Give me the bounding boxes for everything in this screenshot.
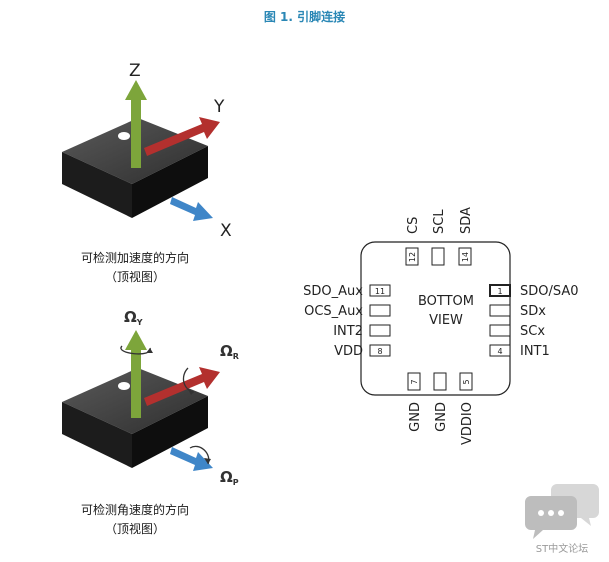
- bottom-view-label-line1: BOTTOM: [418, 294, 474, 309]
- chip-left-face: [62, 152, 132, 218]
- forum-watermark: ST中文论坛: [525, 484, 599, 555]
- pin-number-8: 8: [377, 347, 382, 356]
- pin1-marker: [118, 132, 130, 140]
- pin-number-12: 12: [408, 252, 417, 262]
- pin-number-4: 4: [497, 347, 502, 356]
- pin-number-1: 1: [497, 287, 502, 296]
- pin-label-scl: SCL: [432, 209, 447, 234]
- pin-pad-scl: [431, 247, 445, 266]
- pin-pad-vdd: [369, 344, 391, 357]
- gyro-direction-illustration: ΩY ΩR ΩP: [62, 308, 239, 487]
- pin-pad-cs: [405, 247, 419, 266]
- pin-pad-gnd: [433, 372, 447, 391]
- pin1-marker: [118, 382, 130, 390]
- figure-title: 图 1. 引脚连接: [263, 10, 346, 24]
- package-outline: [360, 241, 511, 396]
- pin-pad-sdo-sa0: [489, 284, 511, 297]
- pin-label-vdd: VDD: [334, 344, 363, 359]
- pin-pad-int1: [489, 344, 511, 357]
- pin-label-sdo-sa0: SDO/SA0: [520, 284, 579, 299]
- z-axis-arrow: [125, 80, 147, 168]
- y-axis-label: Y: [213, 97, 225, 117]
- gyro-caption-line1: 可检测角速度的方向: [80, 503, 189, 517]
- chat-bubble-front-icon: [525, 496, 577, 539]
- pitch-axis-arrow: [170, 447, 213, 471]
- pin-label-int1: INT1: [520, 344, 550, 359]
- pitch-rotation-arrowhead: [204, 458, 211, 464]
- dot-icon: [558, 510, 564, 516]
- chip-left-face: [62, 402, 132, 468]
- pin-pad-sdo-aux: [369, 284, 391, 297]
- x-axis-arrow: [170, 197, 213, 221]
- omega-p-label: ΩP: [220, 468, 239, 487]
- accel-caption-line1: 可检测加速度的方向: [80, 251, 189, 265]
- chip-right-face: [132, 396, 208, 468]
- accel-direction-illustration: Z Y X: [62, 61, 232, 241]
- pin-label-int2: INT2: [333, 324, 363, 339]
- pin-number-7: 7: [410, 379, 419, 384]
- accel-caption-line2: （顶视图）: [104, 270, 165, 284]
- pin-label-cs: CS: [406, 217, 421, 234]
- roll-axis-arrow: [144, 367, 220, 406]
- pin-pad-int2: [369, 324, 391, 337]
- pin-pad-ocs-aux: [369, 304, 391, 317]
- pin-label-sda: SDA: [459, 207, 474, 234]
- pin-label-gnd-1: GND: [408, 402, 423, 432]
- gyro-caption-line2: （顶视图）: [104, 522, 165, 536]
- dot-icon: [548, 510, 554, 516]
- omega-r-label: ΩR: [220, 342, 239, 361]
- roll-rotation-arrowhead: [188, 389, 194, 395]
- pin-pad-scx: [489, 324, 511, 337]
- pin-pad-vddio: [459, 372, 473, 391]
- yaw-axis-arrow: [125, 330, 147, 418]
- gyro-caption: 可检测角速度的方向 （顶视图）: [50, 501, 220, 539]
- watermark-text: ST中文论坛: [536, 542, 588, 555]
- pinout-diagram: BOTTOM VIEW 12 14 CS SCL SDA 11 8 SDO_Au…: [303, 207, 579, 445]
- bottom-view-label-line2: VIEW: [429, 313, 463, 328]
- y-axis-arrow: [144, 117, 220, 156]
- pin-number-14: 14: [461, 252, 470, 262]
- pin-number-5: 5: [462, 379, 471, 384]
- pin-label-sdx: SDx: [520, 304, 546, 319]
- omega-y-label: ΩY: [124, 308, 143, 327]
- pin-label-scx: SCx: [520, 324, 545, 339]
- pin-pad-sda: [458, 247, 472, 266]
- accel-caption: 可检测加速度的方向 （顶视图）: [50, 249, 220, 287]
- yaw-rotation-arrowhead: [146, 348, 153, 353]
- pin-label-ocs-aux: OCS_Aux: [304, 304, 363, 319]
- pin-label-sdo-aux: SDO_Aux: [303, 284, 363, 299]
- pin-label-vddio: VDDIO: [460, 402, 475, 445]
- z-axis-label: Z: [129, 61, 141, 81]
- chip-right-face: [132, 146, 208, 218]
- dot-icon: [538, 510, 544, 516]
- pin-pad-sdx: [489, 304, 511, 317]
- pin-label-gnd-2: GND: [434, 402, 449, 432]
- x-axis-label: X: [220, 221, 232, 241]
- pin-number-11: 11: [375, 287, 385, 296]
- pin-pad-gnd-7: [407, 372, 421, 391]
